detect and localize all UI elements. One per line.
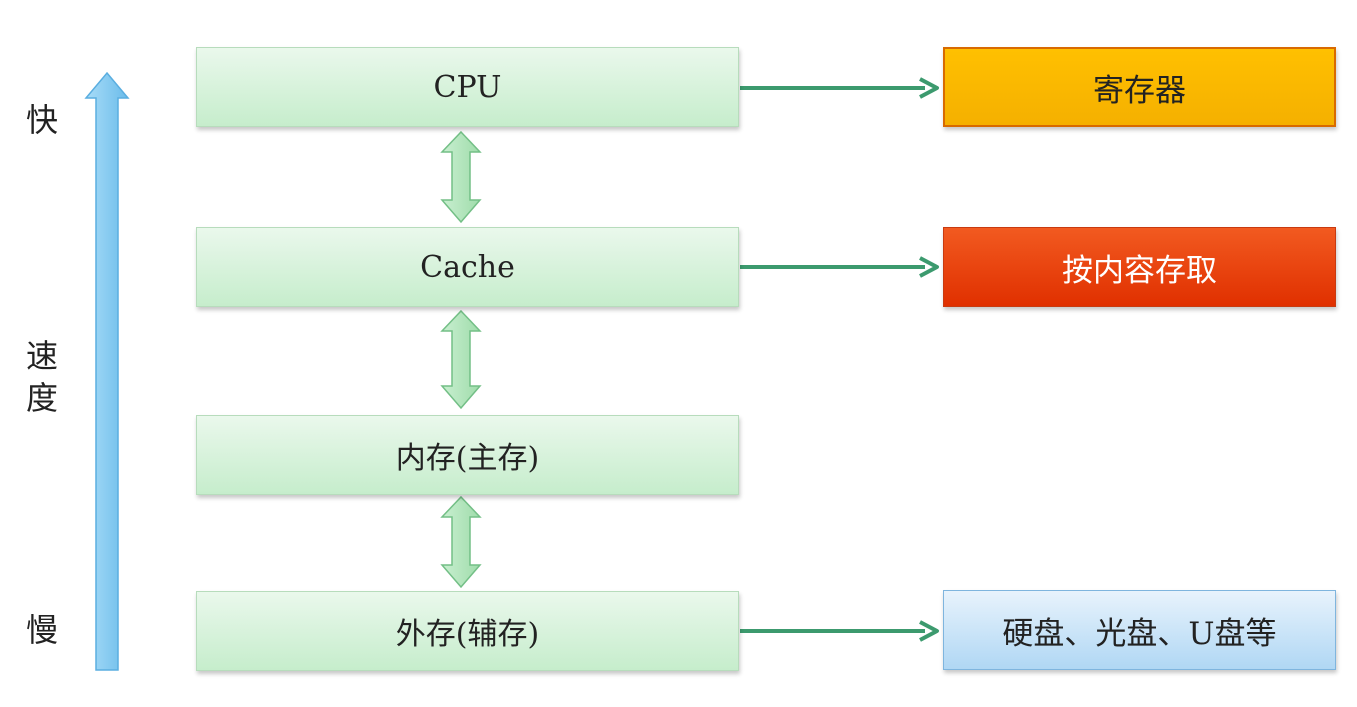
external-to-note-arrow xyxy=(740,620,939,642)
speed-axis-title: 速 度 xyxy=(18,336,66,419)
speed-title-char-2: 度 xyxy=(25,378,58,417)
level-main-memory-box: 内存(主存) xyxy=(196,415,739,495)
content-addressable-note-box: 按内容存取 xyxy=(943,227,1336,307)
register-note-box: 寄存器 xyxy=(943,47,1336,127)
main-external-double-arrow xyxy=(440,495,482,589)
cpu-cache-double-arrow xyxy=(440,130,482,224)
cpu-to-register-arrow xyxy=(740,77,939,99)
external-devices-note-box: 硬盘、光盘、U盘等 xyxy=(943,590,1336,670)
speed-axis-arrow xyxy=(84,71,130,671)
level-external-storage-box: 外存(辅存) xyxy=(196,591,739,671)
speed-slow-label: 慢 xyxy=(25,611,58,649)
cache-main-double-arrow xyxy=(440,309,482,410)
level-cache-box: Cache xyxy=(196,227,739,307)
speed-fast-label: 快 xyxy=(25,101,58,139)
level-cpu-box: CPU xyxy=(196,47,739,127)
cache-to-note-arrow xyxy=(740,256,939,278)
speed-title-char-1: 速 xyxy=(25,337,58,375)
